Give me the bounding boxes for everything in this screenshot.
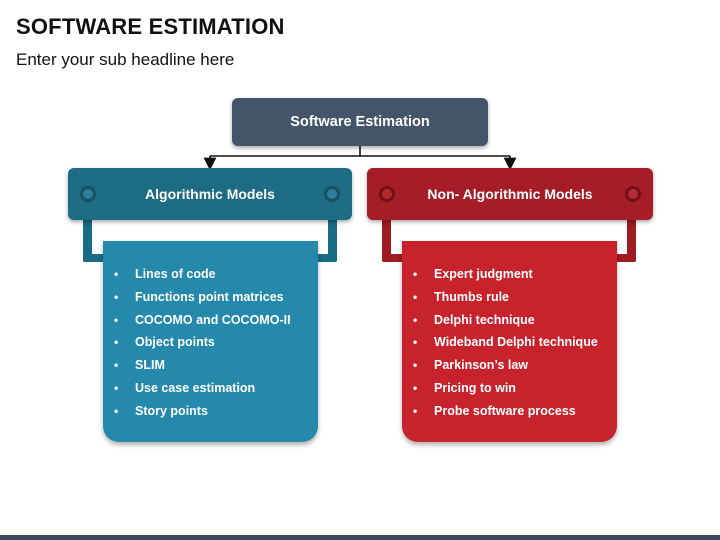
left-tab-stem-r [328, 216, 337, 262]
bullet-icon: • [413, 312, 418, 327]
right-ring-icon [625, 186, 641, 202]
list-item: •Object points [103, 331, 318, 354]
algorithmic-models-list: •Lines of code •Functions point matrices… [103, 241, 318, 442]
root-node-label: Software Estimation [290, 114, 430, 130]
list-item: •Lines of code [103, 263, 318, 286]
bullet-icon: • [413, 289, 418, 304]
bullet-icon: • [114, 312, 119, 327]
non-algorithmic-models-header: Non- Algorithmic Models [367, 168, 653, 220]
bullet-icon: • [413, 358, 418, 373]
bullet-icon: • [114, 267, 119, 281]
root-node: Software Estimation [232, 98, 488, 146]
bullet-icon: • [114, 380, 119, 395]
left-ring-icon [80, 186, 96, 202]
slide-title: SOFTWARE ESTIMATION [16, 14, 285, 39]
slide-subtitle: Enter your sub headline here [16, 50, 235, 69]
non-algorithmic-models-list: •Expert judgment •Thumbs rule •Delphi te… [402, 241, 617, 442]
list-item: •Pricing to win [402, 377, 617, 400]
list-item: •Wideband Delphi technique [402, 331, 617, 354]
right-tab-stem-r [627, 216, 636, 262]
bullet-icon: • [114, 335, 119, 350]
list-item: •COCOMO and COCOMO-II [103, 309, 318, 332]
list-item: •Story points [103, 400, 318, 423]
algorithmic-models-header: Algorithmic Models [68, 168, 352, 220]
list-item: •SLIM [103, 354, 318, 377]
right-ring-icon [324, 186, 340, 202]
bullet-icon: • [413, 335, 418, 350]
non-algorithmic-models-label: Non- Algorithmic Models [427, 186, 593, 202]
list-item: •Parkinson’s law [402, 354, 617, 377]
list-item: •Functions point matrices [103, 286, 318, 309]
list-item: •Expert judgment [402, 263, 617, 286]
footer-bar [0, 535, 720, 540]
left-tab-stem-l [83, 216, 92, 262]
list-item: •Delphi technique [402, 309, 617, 332]
bullet-icon: • [413, 380, 418, 395]
algorithmic-models-label: Algorithmic Models [145, 186, 275, 202]
bullet-icon: • [114, 289, 119, 304]
list-item: •Use case estimation [103, 377, 318, 400]
bullet-icon: • [114, 403, 119, 418]
left-ring-icon [379, 186, 395, 202]
list-item: •Probe software process [402, 400, 617, 423]
bullet-icon: • [413, 403, 418, 418]
bullet-icon: • [413, 267, 418, 281]
list-item: •Thumbs rule [402, 286, 617, 309]
bullet-icon: • [114, 358, 119, 373]
right-tab-stem-l [382, 216, 391, 262]
